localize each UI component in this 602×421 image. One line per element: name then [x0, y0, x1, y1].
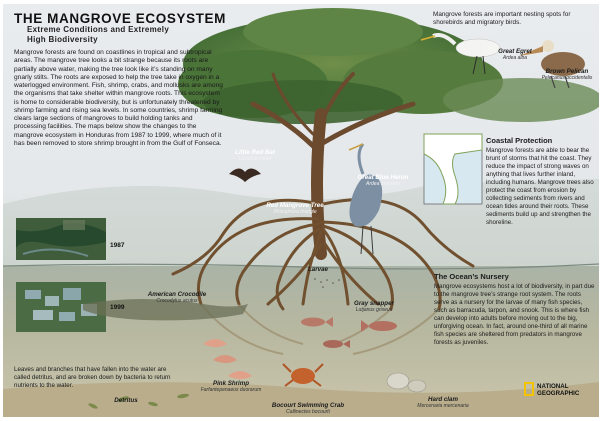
gray-snapper-fish — [301, 317, 397, 348]
hard-clam-sci: Mercenaria mercenaria — [417, 403, 469, 409]
little-red-bat-sci: Lasiurus minor — [238, 156, 272, 162]
satellite-map-1987 — [16, 218, 106, 260]
birds-note: Mangrove forests are important nesting s… — [433, 11, 571, 26]
red-mangrove-sci: Rhizophora mangle — [273, 209, 317, 215]
little-red-bat-name: Little Red Bat — [235, 149, 275, 156]
great-egret-name: Great Egret — [498, 48, 532, 55]
swimming-crab-name: Bocourt Swimming Crab — [271, 402, 345, 409]
poster-subtitle: Extreme Conditions and Extremely High Bi… — [27, 25, 170, 44]
sea-floor — [3, 382, 599, 417]
brown-pelican-label: Brown Pelican Pelecanus occidentalis — [535, 68, 599, 82]
great-egret-sci: Ardea alba — [502, 55, 528, 61]
infographic-poster: THE MANGROVE ECOSYSTEM Extreme Condition… — [3, 4, 599, 417]
american-crocodile-label: American Crocodile Crocodylus acutus — [139, 291, 215, 305]
hard-clam-name: Hard clam — [428, 396, 458, 403]
map-year-1987: 1987 — [110, 242, 125, 249]
great-blue-heron-sci: Ardea herodias — [366, 181, 400, 187]
map-year-1999: 1999 — [110, 304, 125, 311]
little-red-bat-illustration — [229, 168, 261, 182]
brown-pelican-illustration — [519, 40, 585, 89]
great-blue-heron-name: Great Blue Heron — [357, 174, 409, 181]
larvae-dots — [314, 278, 340, 288]
hard-clam-illustration — [386, 372, 427, 393]
florida-map-inset — [423, 133, 483, 205]
great-egret-illustration — [420, 33, 501, 75]
pink-shrimp-illustration — [203, 339, 252, 379]
swimming-crab-label: Bocourt Swimming Crab Callinectes bocour… — [265, 402, 351, 416]
pink-shrimp-name: Pink Shrimp — [212, 380, 250, 387]
detritus-name: Detritus — [114, 397, 138, 404]
logo-line-1: NATIONAL — [537, 383, 569, 390]
american-crocodile-illustration — [83, 299, 248, 321]
pink-shrimp-label: Pink Shrimp Farfantepenaeus duorarum — [189, 380, 273, 394]
mangrove-canopy — [178, 8, 503, 124]
coastal-protection-heading: Coastal Protection — [486, 136, 553, 145]
hard-clam-label: Hard clam Mercenaria mercenaria — [403, 396, 483, 410]
national-geographic-logo-icon — [524, 382, 534, 396]
larvae-name: Larvae — [308, 266, 328, 273]
gray-snapper-name: Gray snapper — [354, 300, 394, 307]
brown-pelican-name: Brown Pelican — [545, 68, 589, 75]
logo-line-2: GEOGRAPHIC — [537, 390, 580, 397]
gray-snapper-label: Gray snapper Lutjanus griseus — [346, 300, 402, 314]
brown-pelican-sci: Pelecanus occidentalis — [541, 75, 593, 81]
great-blue-heron-label: Great Blue Heron Ardea herodias — [348, 174, 418, 188]
pink-shrimp-sci: Farfantepenaeus duorarum — [200, 387, 262, 393]
intro-paragraph: Mangrove forests are found on coastlines… — [14, 49, 223, 147]
mangrove-scene-illustration — [3, 8, 599, 417]
swimming-crab-sci: Callinectes bocourti — [286, 409, 330, 415]
oceans-nursery-heading: The Ocean’s Nursery — [434, 272, 509, 281]
coastal-protection-body: Mangrove forests are able to bear the br… — [486, 147, 594, 226]
great-egret-label: Great Egret Ardea alba — [485, 48, 545, 62]
mangrove-stilt-roots — [171, 198, 475, 311]
oceans-nursery-body: Mangrove ecosystems host a lot of biodiv… — [434, 283, 595, 346]
poster-title: THE MANGROVE ECOSYSTEM — [14, 11, 226, 26]
american-crocodile-name: American Crocodile — [147, 291, 207, 298]
detritus-leaves — [88, 393, 189, 409]
american-crocodile-sci: Crocodylus acutus — [156, 298, 198, 304]
national-geographic-logo-text: NATIONAL GEOGRAPHIC — [537, 383, 579, 397]
detritus-label: Detritus — [106, 397, 146, 404]
red-mangrove-label: Red Mangrove Tree Rhizophora mangle — [255, 202, 335, 216]
larvae-label: Larvae — [298, 266, 338, 273]
gray-snapper-sci: Lutjanus griseus — [355, 307, 393, 313]
little-red-bat-label: Little Red Bat Lasiurus minor — [225, 149, 285, 163]
red-mangrove-name: Red Mangrove Tree — [266, 202, 324, 209]
detritus-paragraph: Leaves and branches that have fallen int… — [14, 366, 171, 389]
great-blue-heron-illustration — [348, 143, 383, 255]
swimming-crab-illustration — [282, 363, 324, 387]
